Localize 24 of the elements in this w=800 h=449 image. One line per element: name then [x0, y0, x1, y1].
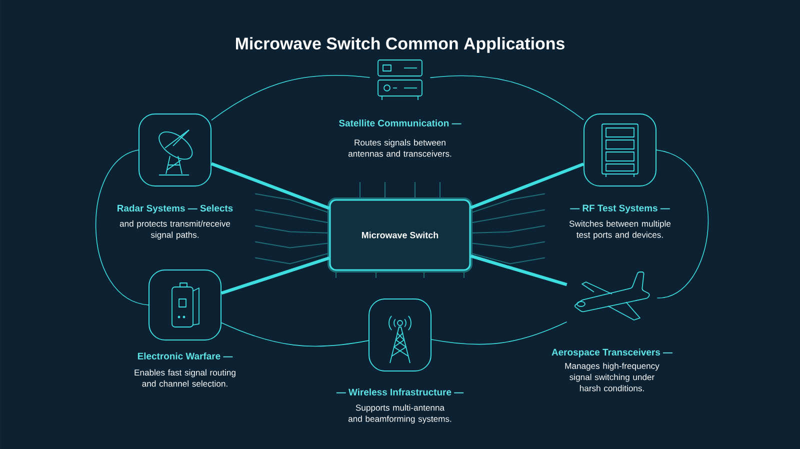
description: Enables fast signal routing and channel selection.	[134, 369, 236, 387]
connector	[221, 322, 369, 347]
connector	[470, 162, 584, 210]
connector	[211, 74, 370, 121]
heading: — RF Test Systems —	[570, 204, 670, 214]
connector	[430, 75, 584, 120]
heading: Aerospace Transceivers —	[552, 348, 672, 358]
connector	[470, 254, 568, 286]
connector	[95, 150, 149, 306]
description: Switches between multiple test ports and devices.	[569, 220, 671, 240]
heading: Radar Systems — Selects	[118, 204, 233, 214]
heading: — Wireless Infrastructure —	[336, 388, 464, 396]
heading: Electronic Warfare —	[138, 352, 233, 360]
heading: Satellite Communication —	[339, 120, 462, 126]
title: Microwave Switch Common Applications	[236, 37, 564, 53]
connector	[210, 162, 330, 210]
description: Routes signals between antennas and transceivers.	[348, 139, 452, 157]
description: Supports multi-antenna and beamforming systems.	[348, 404, 452, 424]
connector	[656, 150, 708, 298]
connector	[431, 322, 568, 345]
description: Manages high-frequency signal switching under harsh conditions.	[565, 362, 660, 392]
connector	[221, 256, 330, 295]
description: and protects transmit/receive signal paths.	[120, 220, 230, 240]
switch-box: Microwave Switch	[328, 198, 472, 272]
